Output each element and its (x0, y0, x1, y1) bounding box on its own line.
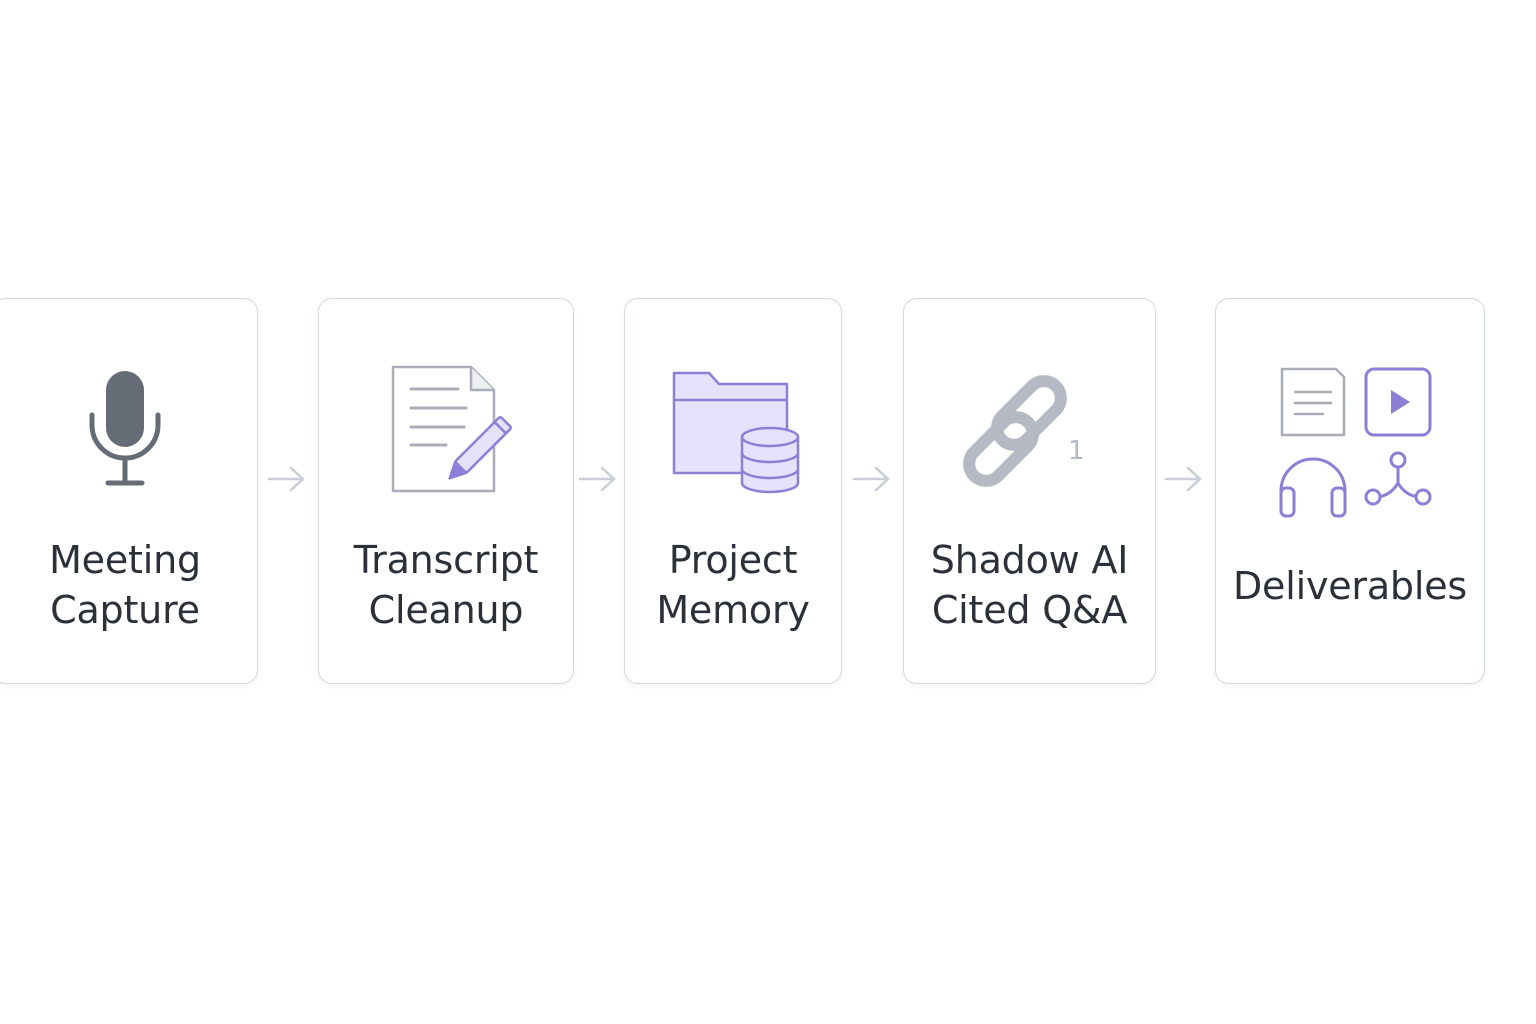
step-card-meeting-capture: Meeting Capture (0, 298, 258, 684)
step-label: Meeting Capture (0, 535, 257, 635)
arrow-right-icon (852, 466, 890, 492)
step-label: Project Memory (625, 535, 841, 635)
document-icon (1280, 367, 1346, 437)
headphones-icon (1279, 457, 1347, 518)
step-label-line-1: Project (668, 538, 798, 582)
citation-number: 1 (1068, 436, 1085, 466)
arrow-right-icon (267, 466, 305, 492)
step-card-deliverables: Deliverables (1215, 298, 1485, 684)
step-label: Transcript Cleanup (319, 535, 573, 635)
step-label-line-2: Cited Q&A (931, 588, 1128, 632)
step-label-line-1: Transcript (353, 538, 539, 582)
arrow-right-icon (578, 466, 616, 492)
link-citation-icon: 1 (904, 363, 1155, 503)
step-label: Deliverables (1216, 561, 1484, 611)
step-card-shadow-ai-cited-qa: 1 Shadow AI Cited Q&A (903, 298, 1156, 684)
microphone-icon (0, 363, 257, 503)
step-label-line-2: Capture (50, 588, 200, 632)
step-card-transcript-cleanup: Transcript Cleanup (318, 298, 574, 684)
share-nodes-icon (1364, 451, 1432, 506)
step-label: Shadow AI Cited Q&A (904, 535, 1155, 635)
arrow-right-icon (1164, 466, 1202, 492)
step-label-line-1: Shadow AI (930, 538, 1129, 582)
step-label-line-1: Deliverables (1233, 564, 1467, 608)
step-label-line-1: Meeting (49, 538, 201, 582)
deliverables-grid-icon (1216, 363, 1484, 518)
step-card-project-memory: Project Memory (624, 298, 842, 684)
document-edit-icon (319, 363, 573, 503)
folder-database-icon (625, 363, 841, 503)
step-label-line-2: Memory (656, 588, 810, 632)
step-label-line-2: Cleanup (368, 588, 524, 632)
video-play-icon (1364, 367, 1432, 437)
